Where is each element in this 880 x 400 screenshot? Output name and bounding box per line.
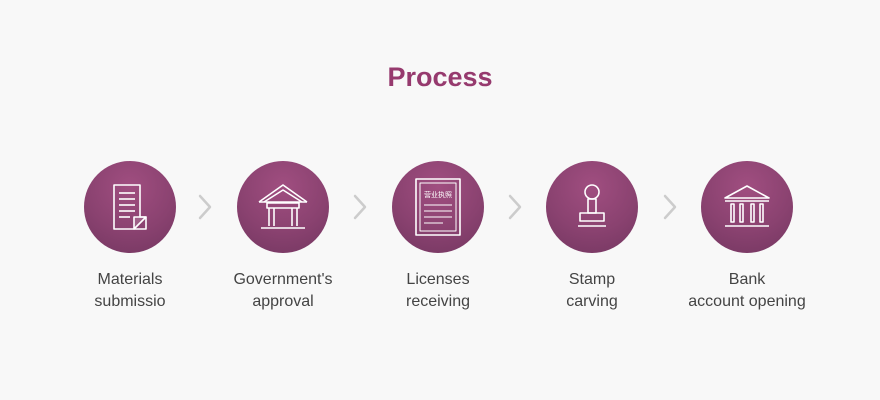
step-materials-submission: Materials submissio bbox=[50, 161, 210, 313]
step-label-line1: Materials bbox=[97, 271, 163, 288]
step-label: Government's approval bbox=[203, 269, 363, 313]
chevron-right-icon bbox=[508, 194, 522, 220]
step-label: Bank account opening bbox=[667, 269, 827, 313]
step-circle bbox=[84, 161, 176, 253]
step-label: Stamp carving bbox=[512, 269, 672, 313]
step-circle bbox=[546, 161, 638, 253]
step-stamp-carving: Stamp carving bbox=[512, 161, 672, 313]
step-bank-account-opening: Bank account opening bbox=[667, 161, 827, 313]
step-circle bbox=[701, 161, 793, 253]
step-label: Materials submissio bbox=[50, 269, 210, 313]
step-circle: 营业执照 bbox=[392, 161, 484, 253]
license-badge-text: 营业执照 bbox=[424, 190, 452, 199]
step-label-line1: Bank bbox=[728, 271, 766, 288]
step-label-line2: carving bbox=[566, 293, 618, 310]
chevron-right-icon bbox=[198, 194, 212, 220]
step-label-line2: submissio bbox=[94, 293, 166, 310]
step-government-approval: Government's approval bbox=[203, 161, 363, 313]
step-label-line1: Stamp bbox=[568, 271, 616, 288]
page-title: Process bbox=[387, 62, 493, 92]
step-label-line2: account opening bbox=[688, 293, 806, 310]
business-license-icon: 营业执照 bbox=[415, 178, 461, 236]
chevron-right-icon bbox=[353, 194, 367, 220]
step-circle bbox=[237, 161, 329, 253]
step-label-line2: receiving bbox=[405, 293, 471, 310]
chevron-right-icon bbox=[663, 194, 677, 220]
document-icon bbox=[113, 184, 147, 230]
step-label-line1: Government's bbox=[233, 271, 333, 288]
step-label-line2: approval bbox=[252, 293, 314, 310]
government-building-icon bbox=[258, 184, 308, 229]
bank-icon bbox=[724, 185, 770, 227]
step-label-line1: Licenses bbox=[406, 271, 470, 288]
step-licenses-receiving: 营业执照 Licenses receiving bbox=[358, 161, 518, 313]
step-label: Licenses receiving bbox=[358, 269, 518, 313]
stamp-icon bbox=[578, 184, 606, 227]
